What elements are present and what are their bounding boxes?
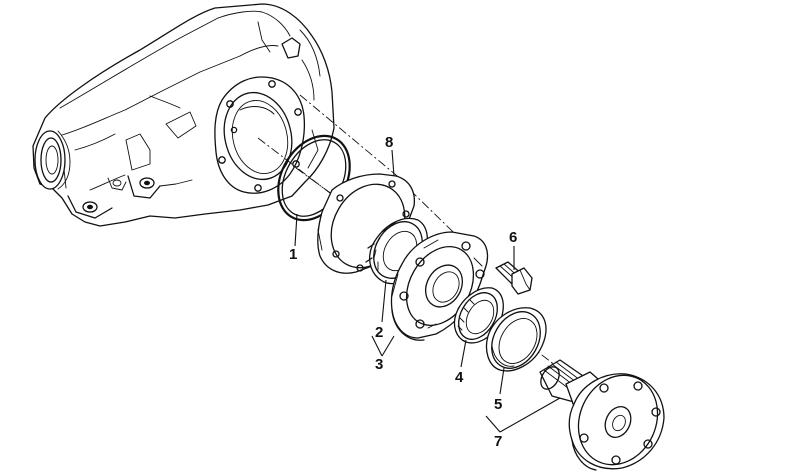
callout-6: 6	[509, 229, 517, 246]
output-flange	[539, 359, 665, 471]
hex-bolt	[495, 261, 533, 295]
leader-4	[460, 339, 467, 368]
callout-1: 1	[289, 246, 297, 263]
leader-7a	[485, 415, 501, 433]
leader-3b	[371, 335, 383, 357]
leader-7b	[499, 397, 561, 433]
leader-lines	[294, 149, 561, 433]
leader-5	[499, 367, 505, 395]
callout-5: 5	[494, 396, 502, 413]
differential-housing	[32, 3, 335, 227]
callout-8: 8	[385, 134, 393, 151]
callout-3: 3	[375, 356, 383, 373]
leader-3a	[381, 335, 395, 357]
leader-1	[294, 213, 298, 247]
leader-8	[391, 149, 395, 177]
callout-2: 2	[375, 324, 383, 341]
callouts: 1 8 2 3 4 6 5 7	[289, 134, 517, 450]
leader-2	[381, 279, 387, 323]
callout-7: 7	[494, 433, 502, 450]
spacer-ring	[485, 307, 547, 372]
callout-4: 4	[455, 369, 464, 386]
